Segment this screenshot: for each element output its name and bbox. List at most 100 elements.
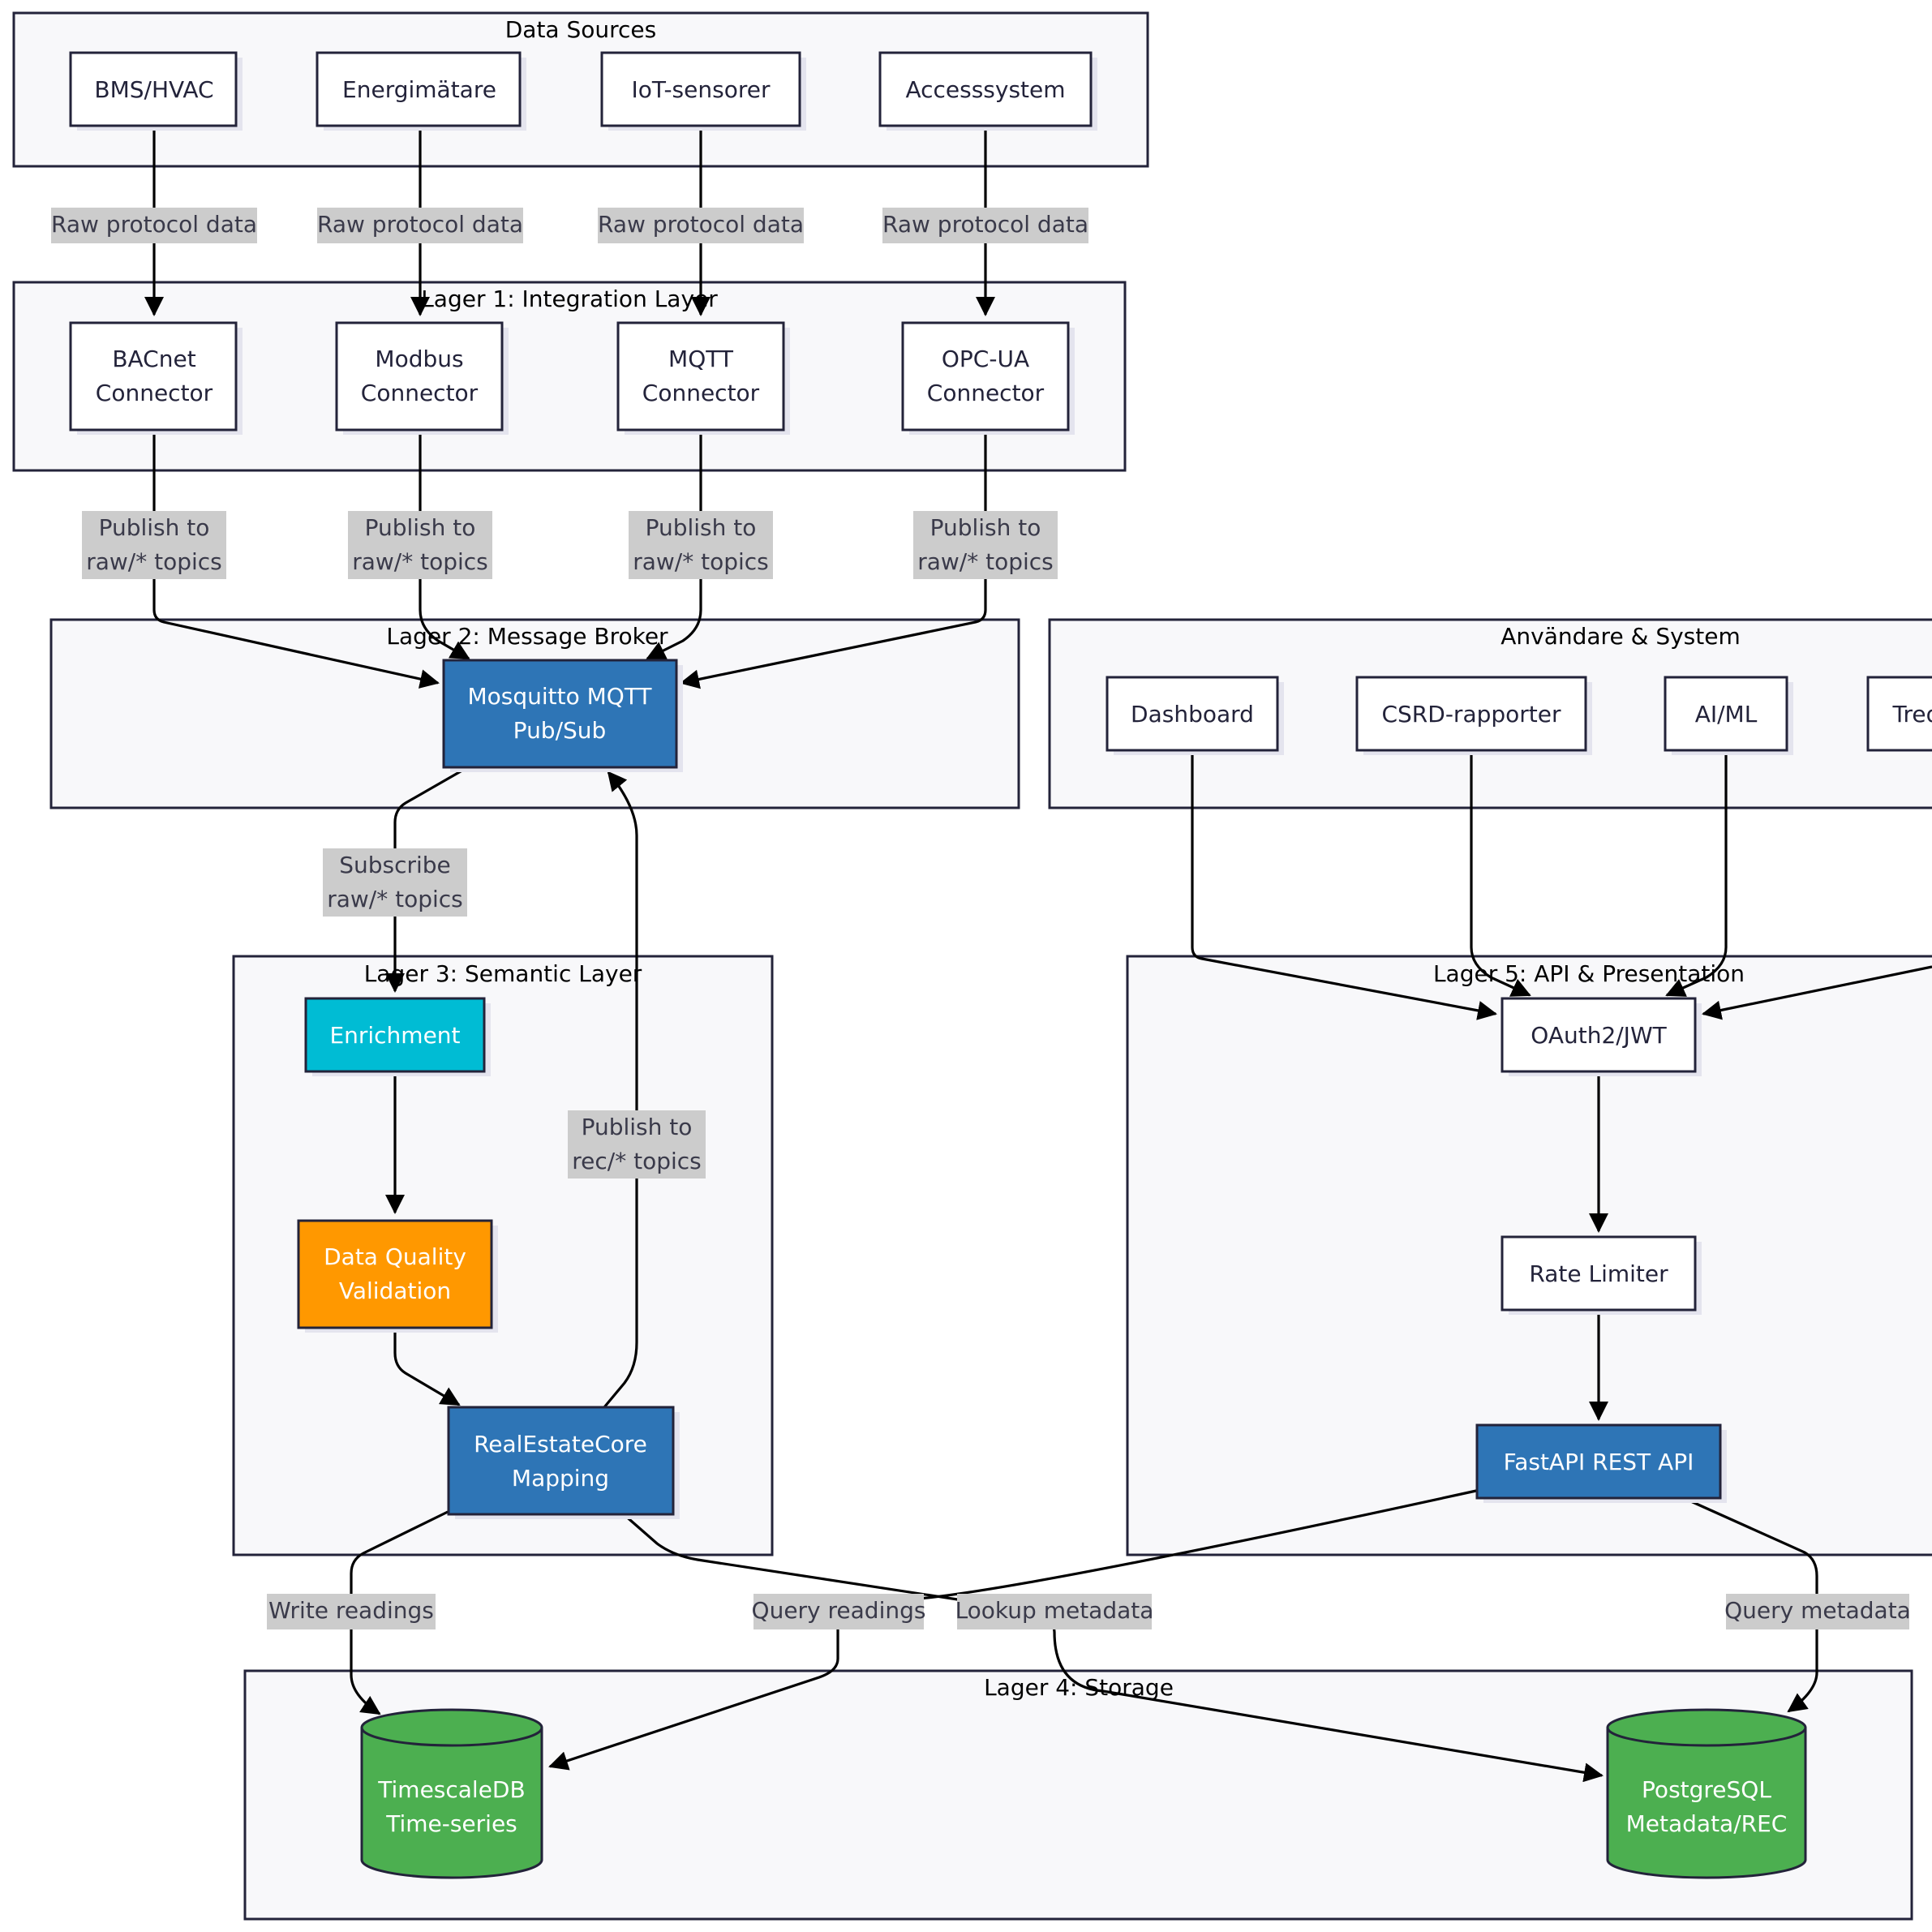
edge-label-text: Publish to bbox=[930, 514, 1041, 541]
node-energimatare[interactable]: Energimätare bbox=[316, 51, 526, 131]
edge-label-raw-energy: Raw protocol data bbox=[317, 208, 523, 243]
node-label: Connector bbox=[361, 380, 479, 406]
edge-label-text: raw/* topics bbox=[327, 886, 463, 912]
node-label: Energimätare bbox=[342, 76, 496, 103]
edge-label-raw-iot: Raw protocol data bbox=[598, 208, 804, 243]
edge-label-write-readings: Write readings bbox=[267, 1594, 436, 1629]
node-fastapi-rest-api[interactable]: FastAPI REST API bbox=[1475, 1423, 1727, 1503]
node-csrd-rapporter[interactable]: CSRD-rapporter bbox=[1355, 676, 1592, 755]
edge-label-text: raw/* topics bbox=[917, 548, 1054, 575]
edge-label-text: raw/* topics bbox=[86, 548, 222, 575]
edge-label-publish-rec: Publish to rec/* topics bbox=[568, 1110, 706, 1179]
edge-label-text: Raw protocol data bbox=[317, 211, 523, 238]
node-rate-limiter[interactable]: Rate Limiter bbox=[1501, 1235, 1702, 1315]
node-label: MQTT bbox=[668, 346, 734, 372]
edge-label-publish-raw-opcua: Publish to raw/* topics bbox=[913, 511, 1058, 579]
edge-modbus-to-mosquitto bbox=[419, 430, 470, 660]
node-enrichment[interactable]: Enrichment bbox=[304, 997, 491, 1076]
edge-opcua-to-mosquitto bbox=[680, 430, 987, 689]
node-label: Enrichment bbox=[329, 1022, 460, 1049]
edge-mosquitto-to-enrichment bbox=[385, 766, 467, 993]
node-postgresql[interactable]: PostgreSQL Metadata/REC bbox=[1606, 1708, 1807, 1879]
node-label: OAuth2/JWT bbox=[1531, 1022, 1667, 1049]
node-opcua-connector[interactable]: OPC-UA Connector bbox=[901, 321, 1075, 435]
edge-label-publish-raw-mqtt: Publish to raw/* topics bbox=[629, 511, 773, 579]
edge-label-text: Publish to bbox=[582, 1114, 693, 1140]
node-iot-sensorer[interactable]: IoT-sensorer bbox=[600, 51, 806, 131]
node-accesssystem[interactable]: Accesssystem bbox=[878, 51, 1097, 131]
edge-label-text: Lookup metadata bbox=[955, 1597, 1154, 1624]
edge-label-text: Publish to bbox=[99, 514, 210, 541]
edge-dq-to-rec bbox=[393, 1329, 461, 1406]
edge-mqtt-to-mosquitto bbox=[646, 430, 702, 660]
node-label: Connector bbox=[96, 380, 213, 406]
edge-label-publish-raw-modbus: Publish to raw/* topics bbox=[348, 511, 492, 579]
node-label: OPC-UA bbox=[942, 346, 1029, 372]
node-label: Connector bbox=[642, 380, 760, 406]
edge-label-text: Subscribe bbox=[339, 852, 451, 878]
edge-csrd-to-oauth bbox=[1470, 749, 1531, 997]
node-ai-ml[interactable]: AI/ML bbox=[1664, 676, 1793, 755]
node-label: AI/ML bbox=[1695, 701, 1758, 728]
edge-label-query-readings: Query readings bbox=[752, 1594, 926, 1629]
edge-label-text: Raw protocol data bbox=[51, 211, 257, 238]
edge-tred-to-oauth bbox=[1702, 965, 1932, 1020]
edge-label-publish-raw-bacnet: Publish to raw/* topics bbox=[82, 511, 226, 579]
group-title-data-sources: Data Sources bbox=[505, 16, 657, 43]
node-label: Dashboard bbox=[1131, 701, 1254, 728]
edge-label-raw-access: Raw protocol data bbox=[882, 208, 1088, 243]
node-bms-hvac[interactable]: BMS/HVAC bbox=[69, 51, 243, 131]
node-label: Time-series bbox=[385, 1810, 517, 1837]
node-label: Data Quality bbox=[324, 1243, 466, 1270]
edge-aiml-to-oauth bbox=[1665, 749, 1728, 997]
node-bacnet-connector[interactable]: BACnet Connector bbox=[69, 321, 243, 435]
node-timescaledb[interactable]: TimescaleDB Time-series bbox=[360, 1708, 543, 1879]
edge-label-text: Write readings bbox=[268, 1597, 434, 1624]
node-label: Accesssystem bbox=[905, 76, 1065, 103]
node-label: Modbus bbox=[375, 346, 463, 372]
edge-label-text: raw/* topics bbox=[352, 548, 488, 575]
node-label: CSRD-rapporter bbox=[1381, 701, 1561, 728]
edge-label-subscribe-raw: Subscribe raw/* topics bbox=[323, 848, 467, 917]
node-label: Validation bbox=[339, 1277, 451, 1304]
node-label: Rate Limiter bbox=[1529, 1260, 1668, 1287]
node-realestatecore-mapping[interactable]: RealEstateCore Mapping bbox=[447, 1406, 680, 1519]
node-dashboard[interactable]: Dashboard bbox=[1106, 676, 1284, 755]
node-tred[interactable]: Tred bbox=[1866, 676, 1932, 752]
group-title-semantic-layer: Lager 3: Semantic Layer bbox=[364, 960, 642, 987]
edge-label-text: rec/* topics bbox=[572, 1148, 702, 1174]
node-mqtt-connector[interactable]: MQTT Connector bbox=[616, 321, 790, 435]
group-title-storage: Lager 4: Storage bbox=[984, 1674, 1174, 1701]
node-data-quality-validation[interactable]: Data Quality Validation bbox=[297, 1219, 498, 1333]
node-label: Mapping bbox=[512, 1465, 609, 1492]
group-title-message-broker: Lager 2: Message Broker bbox=[386, 623, 668, 650]
node-label: TimescaleDB bbox=[377, 1776, 525, 1803]
edge-label-text: raw/* topics bbox=[633, 548, 769, 575]
edge-rec-to-mosquitto bbox=[603, 771, 638, 1409]
group-title-users-systems: Användare & System bbox=[1501, 623, 1740, 650]
node-label: RealEstateCore bbox=[474, 1431, 647, 1458]
edge-label-text: Raw protocol data bbox=[598, 211, 804, 238]
edge-label-text: Query metadata bbox=[1724, 1597, 1911, 1624]
edge-label-text: Publish to bbox=[646, 514, 757, 541]
node-label: IoT-sensorer bbox=[632, 76, 771, 103]
edge-label-text: Raw protocol data bbox=[882, 211, 1088, 238]
edge-label-lookup-metadata: Lookup metadata bbox=[955, 1594, 1154, 1629]
edge-labels: Raw protocol data Raw protocol data Raw … bbox=[51, 208, 1911, 1629]
edge-label-query-metadata: Query metadata bbox=[1724, 1594, 1911, 1629]
node-oauth2-jwt[interactable]: OAuth2/JWT bbox=[1501, 997, 1702, 1076]
node-label: BMS/HVAC bbox=[94, 76, 213, 103]
node-label: BACnet bbox=[112, 346, 195, 372]
node-label: Tred bbox=[1892, 701, 1932, 728]
edge-fastapi-to-postgres bbox=[1685, 1497, 1818, 1713]
edge-bacnet-to-mosquitto bbox=[152, 430, 440, 689]
edge-dashboard-to-oauth bbox=[1191, 749, 1497, 1020]
group-title-integration-layer: Lager 1: Integration Layer bbox=[421, 286, 718, 312]
group-title-api-presentation: Lager 5: API & Presentation bbox=[1433, 960, 1745, 987]
node-label: Connector bbox=[927, 380, 1045, 406]
edge-label-text: Query readings bbox=[752, 1597, 926, 1624]
node-modbus-connector[interactable]: Modbus Connector bbox=[335, 321, 509, 435]
node-label: Metadata/REC bbox=[1626, 1810, 1788, 1837]
node-mosquitto-mqtt[interactable]: Mosquitto MQTT Pub/Sub bbox=[442, 659, 683, 772]
